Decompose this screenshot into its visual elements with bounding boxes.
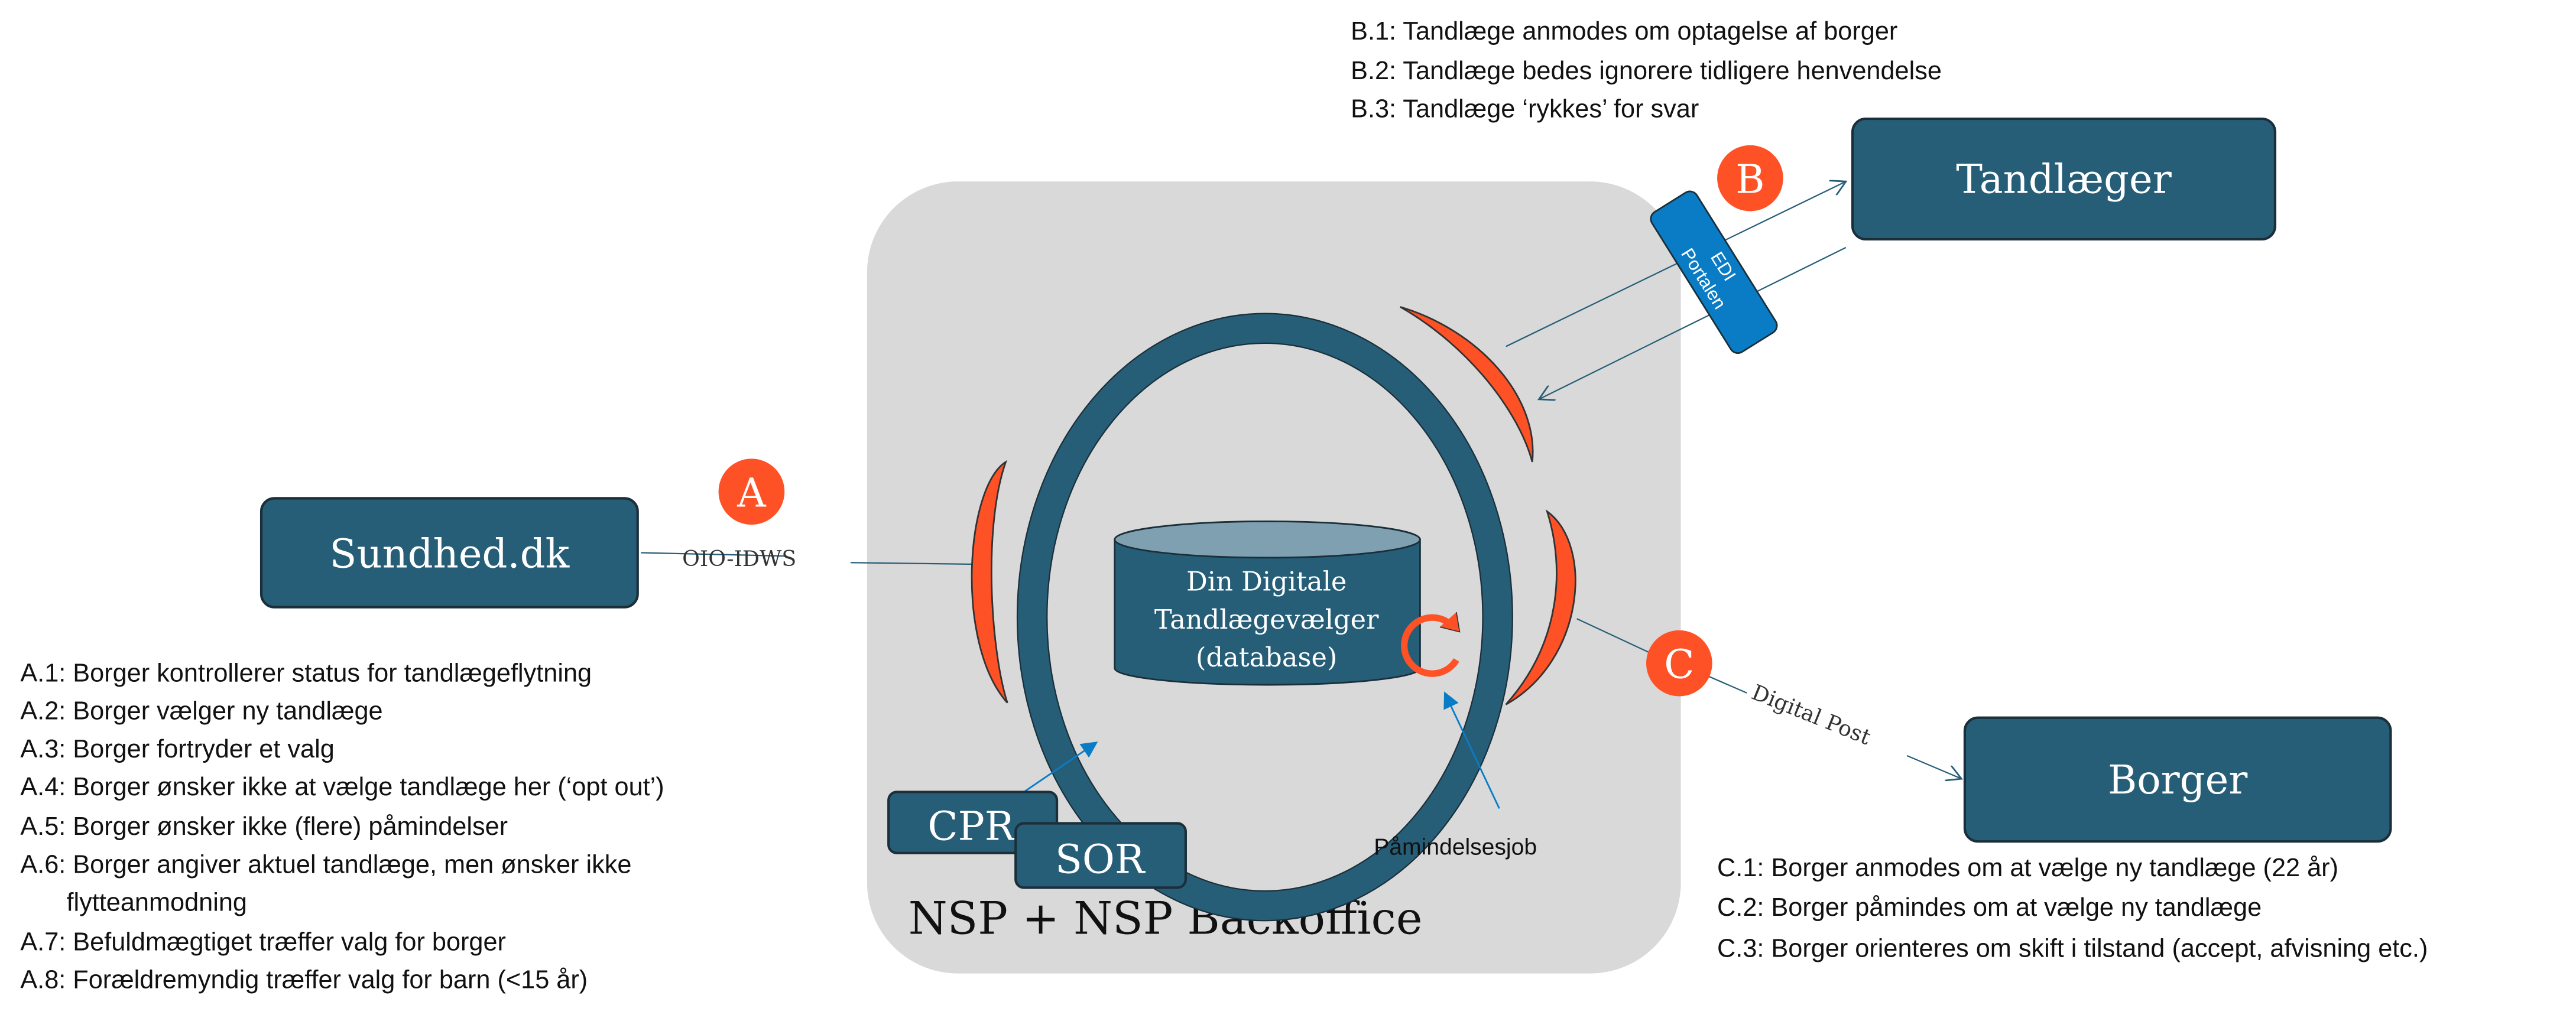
reminder-job-arrow <box>1443 691 1500 809</box>
list-c: C.1: Borger anmodes om at vælge ny tandl… <box>1717 854 2428 963</box>
connection-borger-1 <box>1576 618 1652 654</box>
oio-idws-label: OIO-IDWS <box>682 546 796 571</box>
database-label-line2: Tandlægevælger <box>1154 604 1379 635</box>
security-shield-top-right <box>1400 306 1534 463</box>
list-a-item: A.7: Befuldmægtiget træffer valg for bor… <box>20 928 506 957</box>
cpr-arrow <box>1023 741 1098 793</box>
database-label-line1: Din Digitale <box>1186 567 1347 597</box>
marker-b-label: B <box>1735 157 1764 203</box>
tandlaeger-box: Tandlæger <box>1851 117 2277 241</box>
list-a-item: A.8: Forældremyndig træffer valg for bar… <box>20 966 588 994</box>
list-a-item: A.6: Borger angiver aktuel tandlæge, men… <box>20 850 631 879</box>
tandlaeger-label: Tandlæger <box>1956 157 2172 203</box>
database-cylinder: Din Digitale Tandlægevælger (database) <box>1114 521 1421 686</box>
marker-c-label: C <box>1664 642 1694 688</box>
list-a-item: A.1: Borger kontrollerer status for tand… <box>20 659 592 687</box>
list-a-item: A.4: Borger ønsker ikke at vælge tandlæg… <box>20 773 664 801</box>
borger-label: Borger <box>2108 757 2248 803</box>
connection-borger-2 <box>1708 675 1747 694</box>
marker-c: C <box>1646 630 1712 697</box>
digital-post-label: Digital Post <box>1748 679 1875 750</box>
list-b-item: B.2: Tandlæge bedes ignorere tidligere h… <box>1351 57 1942 85</box>
connection-borger-3 <box>1906 754 1961 779</box>
list-b: B.1: Tandlæge anmodes om optagelse af bo… <box>1351 17 1942 123</box>
database-label-line3: (database) <box>1196 642 1337 673</box>
list-c-item: C.2: Borger påmindes om at vælge ny tand… <box>1717 893 2262 922</box>
list-a-item: A.3: Borger fortryder et valg <box>20 735 334 763</box>
sor-label: SOR <box>1055 836 1146 882</box>
marker-a-label: A <box>737 470 767 516</box>
list-a-item: flytteanmodning <box>67 888 247 916</box>
reminder-job-label: Påmindelsesjob <box>1374 835 1537 860</box>
list-a-item: A.5: Borger ønsker ikke (flere) påmindel… <box>20 812 508 841</box>
sor-box: SOR <box>1014 822 1187 889</box>
list-c-item: C.3: Borger orienteres om skift i tilsta… <box>1717 935 2428 963</box>
refresh-cycle-icon <box>1401 612 1461 677</box>
list-a-item: A.2: Borger vælger ny tandlæge <box>20 697 382 726</box>
borger-box: Borger <box>1963 716 2392 843</box>
marker-a: A <box>718 458 785 525</box>
connection-sundhed <box>641 552 785 557</box>
list-b-item: B.1: Tandlæge anmodes om optagelse af bo… <box>1351 17 1897 45</box>
list-a: A.1: Borger kontrollerer status for tand… <box>20 659 664 994</box>
list-c-item: C.1: Borger anmodes om at vælge ny tandl… <box>1717 854 2338 882</box>
marker-b: B <box>1717 145 1783 212</box>
security-shield-bottom-right <box>1505 509 1576 705</box>
nsp-ring <box>1017 313 1513 921</box>
connection-sundhed-2 <box>850 562 978 565</box>
cpr-label: CPR <box>927 803 1016 849</box>
security-shield-left <box>971 460 1008 704</box>
connection-from-tandlaeger <box>1539 246 1847 399</box>
sundhed-dk-box: Sundhed.dk <box>259 497 639 609</box>
connection-to-tandlaeger <box>1506 181 1846 347</box>
sundhed-dk-label: Sundhed.dk <box>330 531 570 577</box>
list-b-item: B.3: Tandlæge ‘rykkes’ for svar <box>1351 95 1699 123</box>
